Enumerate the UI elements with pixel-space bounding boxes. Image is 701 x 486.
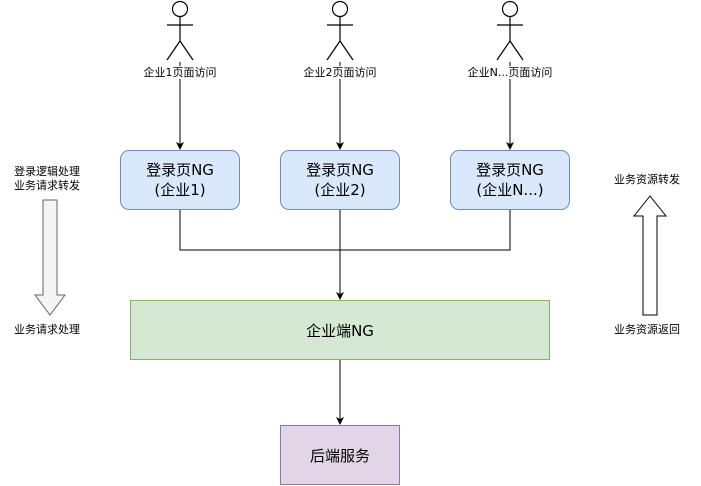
login-ng-box-3: 登录页NG (企业N...) (450, 150, 570, 210)
actor-label-3: 企业N...页面访问 (466, 66, 554, 79)
right-bottom-label: 业务资源返回 (614, 323, 680, 336)
actor-label-1: 企业1页面访问 (142, 66, 218, 79)
up-flow-arrow (632, 195, 668, 316)
actor-label-2: 企业2页面访问 (302, 66, 378, 79)
actor-icon-2 (326, 0, 354, 61)
connector-login1 (179, 210, 340, 251)
enterprise-ng-label: 企业端NG (306, 321, 374, 340)
left-top-label: 登录逻辑处理 业务请求转发 (14, 165, 80, 193)
login-box-enterprise: (企业N...) (476, 181, 544, 199)
actor-icon-3 (496, 0, 524, 61)
login-box-title: 登录页NG (146, 161, 214, 179)
actor-icon-1 (166, 0, 194, 61)
backend-service-box: 后端服务 (280, 425, 400, 485)
left-top-line1: 登录逻辑处理 (14, 165, 80, 178)
login-ng-box-2: 登录页NG (企业2) (280, 150, 400, 210)
connector-login3 (340, 210, 511, 251)
left-top-line2: 业务请求转发 (14, 179, 80, 192)
login-box-enterprise: (企业1) (154, 181, 206, 199)
left-bottom-label: 业务请求处理 (14, 323, 80, 336)
backend-service-label: 后端服务 (309, 446, 370, 465)
right-top-label: 业务资源转发 (614, 173, 680, 186)
login-box-title: 登录页NG (306, 161, 374, 179)
login-box-enterprise: (企业2) (314, 181, 366, 199)
down-flow-arrow (34, 199, 66, 316)
login-ng-box-1: 登录页NG (企业1) (120, 150, 240, 210)
enterprise-ng-box: 企业端NG (130, 300, 550, 360)
login-box-title: 登录页NG (476, 161, 544, 179)
